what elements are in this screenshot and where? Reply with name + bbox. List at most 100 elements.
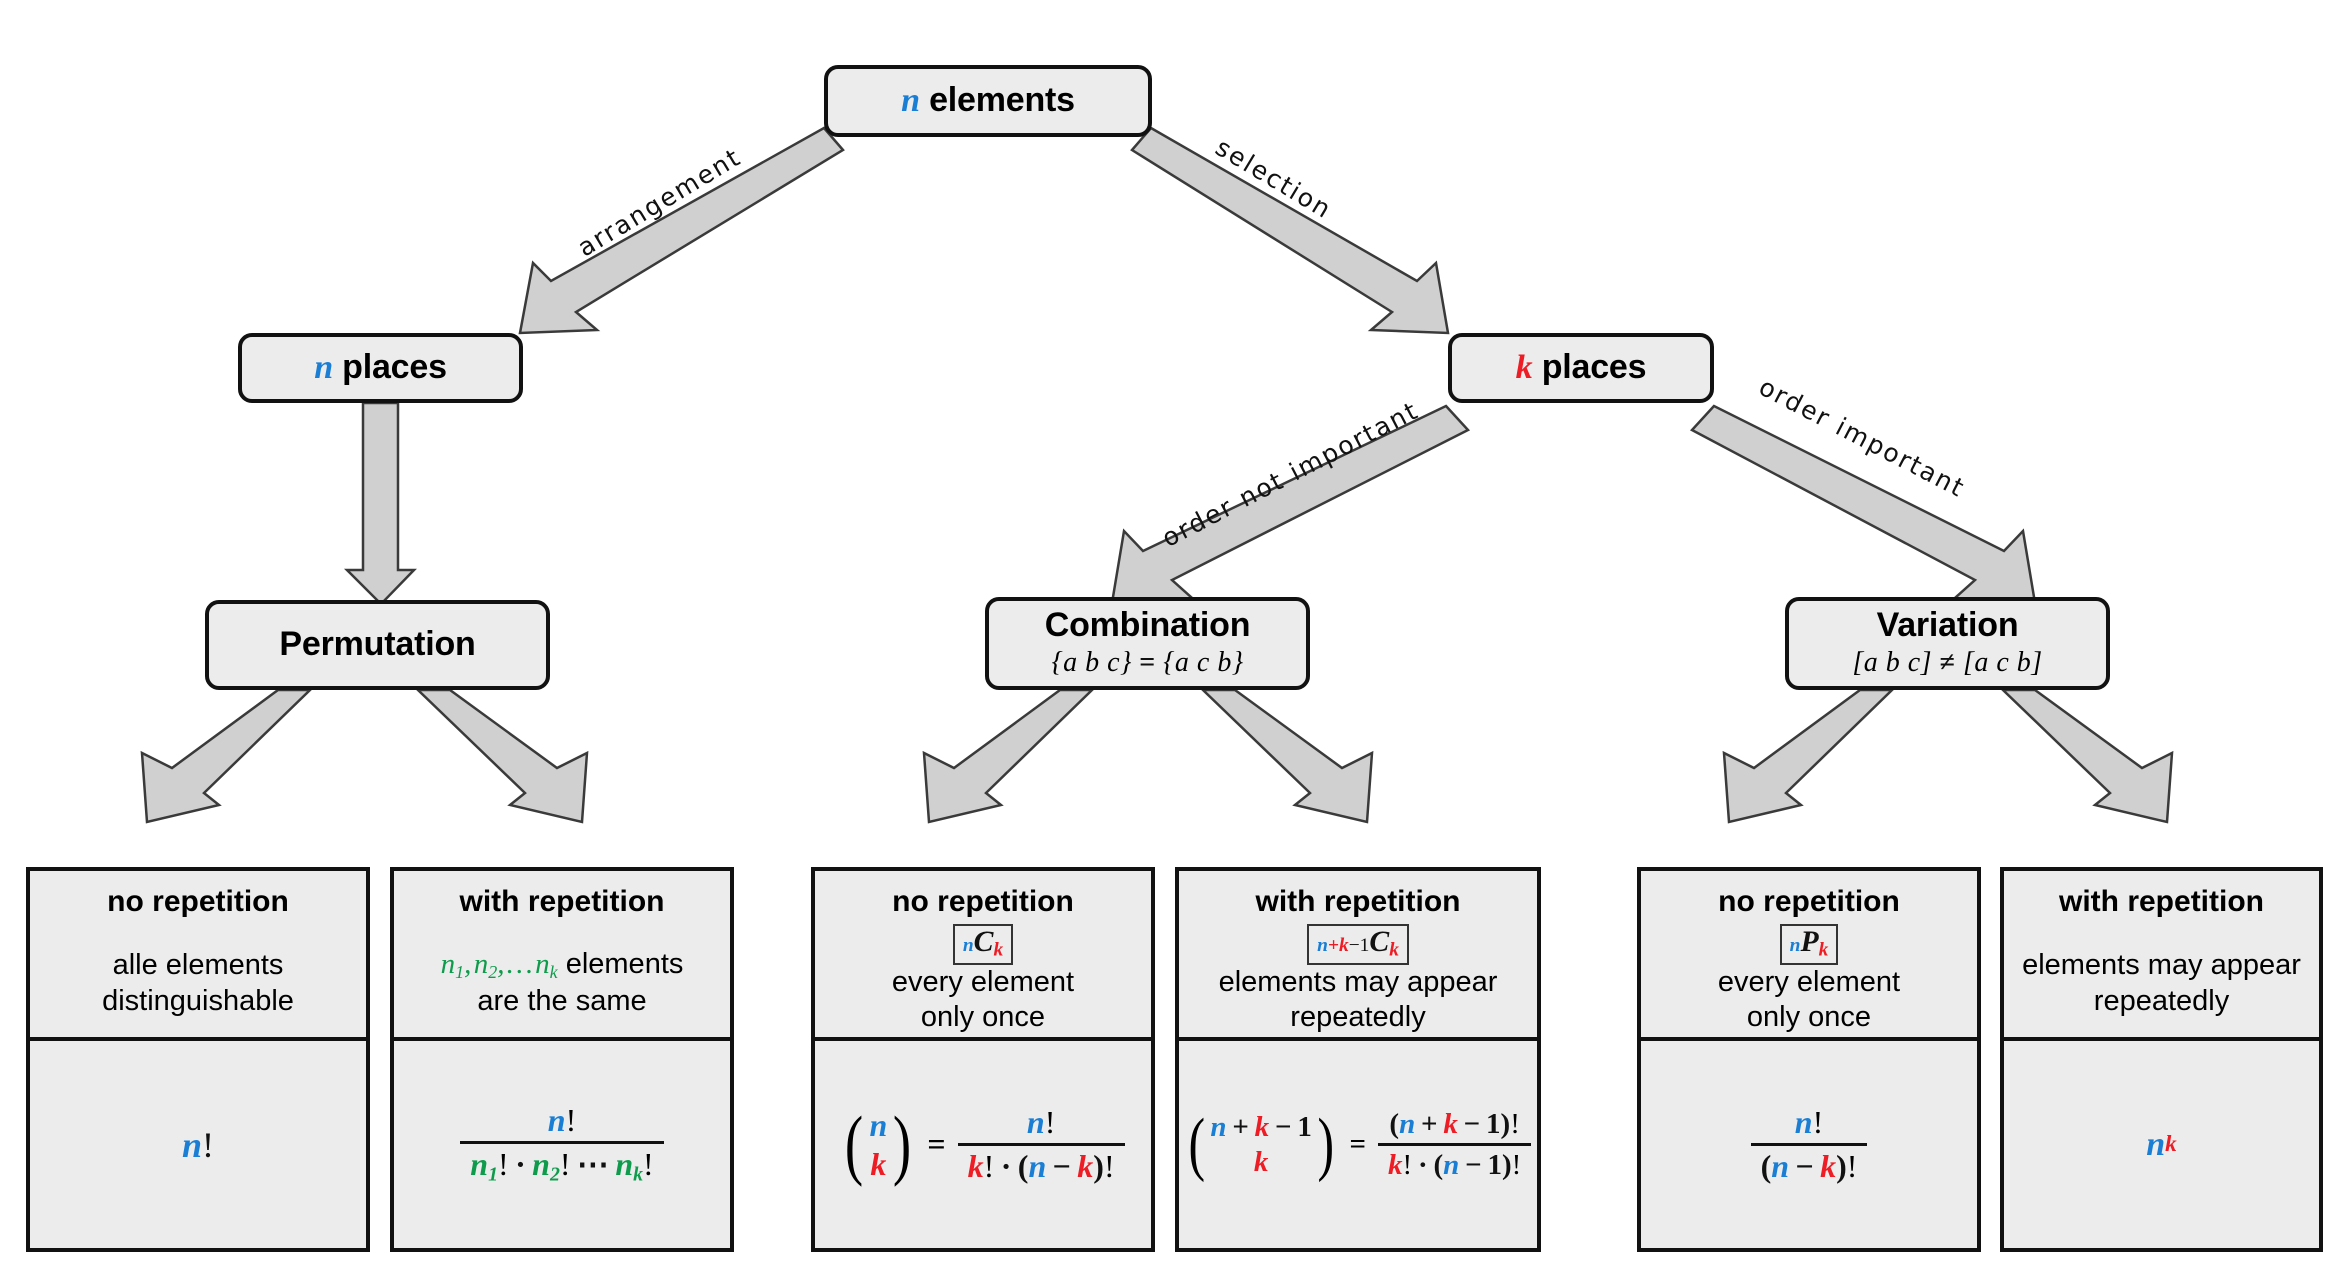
symbol-factorial: !: [983, 1147, 995, 1184]
symbol-rparen: ): [1500, 1108, 1511, 1141]
arrow-permutation-to-no-repetition: [140, 688, 314, 824]
symbol-plus: +: [1415, 1108, 1444, 1141]
symbol-n: n: [547, 1102, 566, 1139]
card-description: every element only once: [1649, 965, 1969, 1036]
symbol-factorial: !: [643, 1146, 654, 1183]
symbol-n-subscripts: n1, n2, … nk: [440, 947, 558, 982]
symbol-k: k: [1254, 1110, 1270, 1143]
symbol-one: 1: [1359, 935, 1370, 956]
card-combination-with-repetition[interactable]: with repetition n+k−1Ck elements may app…: [1175, 867, 1541, 1252]
node-variation[interactable]: Variation [a b c] ≠ [a c b]: [1785, 597, 2110, 690]
fraction-numerator: n!: [538, 1102, 586, 1141]
symbol-factorial: !: [1044, 1103, 1056, 1140]
symbol-rparen: ): [1317, 1105, 1334, 1184]
card-description-line-2: only once: [1746, 1001, 1872, 1034]
symbol-one: 1: [1297, 1110, 1312, 1143]
card-header: with repetition: [1255, 885, 1461, 918]
symbol-k: k: [1820, 1147, 1837, 1184]
card-header: no repetition: [107, 885, 289, 918]
symbol-minus: −: [1457, 1108, 1487, 1141]
symbol-n: n: [1789, 935, 1801, 956]
card-variation-no-repetition[interactable]: no repetition nPk every element only onc…: [1637, 867, 1981, 1252]
symbol-equals: =: [1349, 1128, 1367, 1160]
edge-label-order-important: order important: [1754, 372, 1971, 504]
node-combination[interactable]: Combination {a b c} = {a c b}: [985, 597, 1310, 690]
node-variation-title: Variation: [1876, 605, 2019, 644]
card-description-line-1: every element: [891, 965, 1075, 998]
symbol-minus: −: [1459, 1148, 1488, 1181]
symbol-equals: =: [927, 1126, 946, 1162]
binomial-stack: n k: [868, 1106, 890, 1183]
symbol-n: n: [1028, 1147, 1047, 1184]
symbol-factorial: !: [1103, 1147, 1115, 1184]
edge-label-arrangement: arrangement: [572, 142, 747, 263]
arrow-root-to-n-places: [518, 126, 845, 335]
symbol-factorial: !: [565, 1102, 577, 1139]
symbol-n: n: [1317, 935, 1328, 956]
arrow-root-to-k-places: [1130, 126, 1450, 335]
binomial-stack: n + k − 1 k: [1208, 1110, 1313, 1180]
card-top-section: with repetition n+k−1Ck elements may app…: [1179, 871, 1537, 1041]
fraction-numerator: n!: [1785, 1103, 1833, 1143]
symbol-nk: nk: [615, 1146, 644, 1186]
arrow-variation-to-with-repetition: [1999, 688, 2174, 824]
node-combination-title: Combination: [1044, 605, 1251, 644]
symbol-dot: ·: [1412, 1148, 1434, 1181]
card-description-line-1-text: elements: [565, 947, 684, 980]
symbol-k: k: [1818, 939, 1829, 961]
variation-seq-operator: ≠: [1939, 647, 1956, 679]
symbol-lparen: (: [1433, 1148, 1444, 1181]
symbol-lparen: (: [845, 1100, 864, 1188]
symbol-factorial: !: [202, 1124, 215, 1165]
card-combination-no-repetition[interactable]: no repetition nCk every element only onc…: [811, 867, 1155, 1252]
fraction-denominator: k! · (n − k)!: [957, 1142, 1125, 1185]
node-permutation[interactable]: Permutation: [205, 600, 550, 690]
node-n-places[interactable]: n places: [238, 333, 523, 403]
node-k-places[interactable]: k places: [1448, 333, 1714, 403]
card-permutation-with-repetition[interactable]: with repetition n1, n2, … nk elements ar…: [390, 867, 734, 1252]
symbol-k: k: [1253, 1145, 1269, 1178]
edge-label-order-not-important: order not important: [1157, 395, 1424, 553]
symbol-factorial: !: [498, 1146, 509, 1183]
node-n-elements[interactable]: n elements: [824, 65, 1152, 137]
node-n-elements-text: elements: [929, 81, 1075, 120]
symbol-n: n: [1443, 1148, 1460, 1181]
card-formula: ( n + k − 1 k ) = (n + k − 1)! k! · (n −…: [1179, 1041, 1537, 1248]
card-formula: n! n1! · n2! ⋯ nk!: [394, 1041, 730, 1248]
card-description-line-1: elements may appear: [2022, 949, 2301, 982]
card-description-line-1: every element: [1717, 965, 1901, 998]
symbol-dot: ·: [508, 1146, 533, 1183]
card-description: elements may appear repeatedly: [2012, 948, 2311, 1019]
symbol-n: n: [901, 82, 920, 120]
binomial-coefficient: ( n k ): [841, 1100, 915, 1188]
card-formula: ( n k ) = n! k! · (n − k)!: [815, 1041, 1151, 1248]
symbol-C: C: [973, 926, 994, 958]
fraction-denominator: n1! · n2! ⋯ nk!: [460, 1141, 664, 1186]
symbol-k: k: [1388, 1148, 1403, 1181]
binomial-top: n + k − 1: [1210, 1110, 1311, 1145]
symbol-factorial: !: [1812, 1103, 1824, 1140]
symbol-n: n: [962, 935, 974, 956]
card-description-line-1: alle elements: [112, 949, 284, 982]
symbol-factorial: !: [1846, 1147, 1858, 1184]
arrow-combination-to-with-repetition: [1199, 688, 1374, 824]
card-permutation-no-repetition[interactable]: no repetition alle elements distinguisha…: [26, 867, 370, 1252]
card-description: alle elements distinguishable: [38, 948, 358, 1019]
fraction-denominator: k! · (n − 1)!: [1378, 1142, 1532, 1181]
card-variation-with-repetition[interactable]: with repetition elements may appear repe…: [2000, 867, 2323, 1252]
symbol-rparen: ): [1836, 1147, 1847, 1184]
symbol-k: k: [1338, 935, 1349, 956]
arrow-combination-to-no-repetition: [922, 688, 1096, 824]
symbol-n: n: [1026, 1103, 1045, 1140]
card-formula: n! (n − k)!: [1641, 1041, 1977, 1248]
symbol-n: n: [1210, 1110, 1227, 1143]
symbol-n1: n1: [470, 1146, 498, 1186]
card-formula: n!: [30, 1041, 366, 1248]
card-top-section: with repetition n1, n2, … nk elements ar…: [394, 871, 730, 1041]
card-description-line-2: repeatedly: [1290, 1001, 1426, 1034]
variation-seq-right: [a c b]: [1962, 647, 2043, 679]
symbol-k-exponent: k: [2165, 1131, 2177, 1157]
symbol-lparen: (: [1017, 1147, 1029, 1184]
fraction-numerator: n!: [1017, 1103, 1065, 1143]
